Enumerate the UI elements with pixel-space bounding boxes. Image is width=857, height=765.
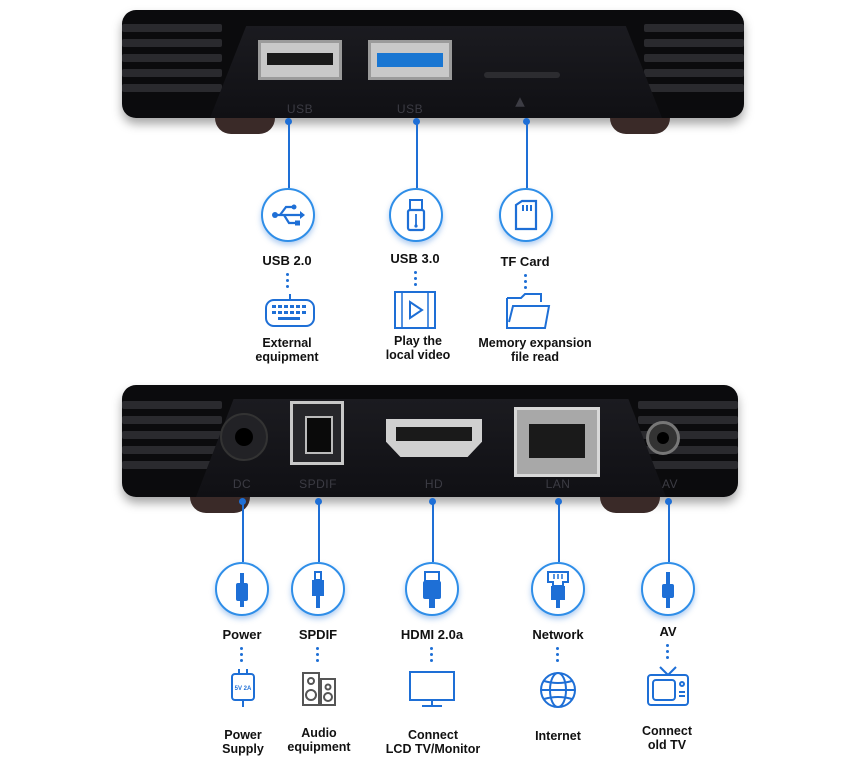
feature-title: SPDIF [298, 627, 338, 642]
feature-title: Network [532, 627, 584, 642]
feature-desc: Play the local video [343, 334, 493, 362]
connector-line [318, 502, 320, 562]
dotted-connector [666, 644, 670, 662]
device-foot [610, 118, 670, 134]
retro-tv-icon [644, 664, 692, 710]
feature-desc-line: old TV [647, 738, 687, 752]
dc-jack [220, 413, 268, 461]
port-label-hd: HD [424, 477, 444, 491]
feature-desc: Power Supply [168, 728, 318, 756]
feature-title: Power [222, 627, 262, 642]
feature-desc-line: local video [385, 348, 451, 362]
top-device: USB USB [122, 10, 744, 118]
feature-desc-line: Memory expansion [478, 336, 592, 350]
feature-desc-line: Internet [535, 729, 581, 743]
connector-line [432, 502, 434, 562]
connector-dot [285, 118, 292, 125]
connector-dot [523, 118, 530, 125]
optical-plug-icon [291, 562, 345, 616]
feature-desc-line: Connect [408, 728, 458, 742]
monitor-icon [406, 668, 458, 710]
device-foot [600, 497, 660, 513]
device-foot [190, 497, 250, 513]
video-icon [392, 288, 438, 332]
port-label-usb: USB [286, 102, 314, 116]
connector-line [558, 502, 560, 562]
dotted-connector [556, 647, 560, 665]
port-label-spdif: SPDIF [299, 477, 337, 491]
av-plug-icon [641, 562, 695, 616]
av-jack [646, 421, 680, 455]
port-label-dc: DC [232, 477, 252, 491]
keyboard-icon [262, 290, 318, 330]
connector-dot [315, 498, 322, 505]
feature-desc-line: Play the [394, 334, 442, 348]
feature-desc: Connect old TV [592, 724, 742, 752]
ethernet-plug-icon [531, 562, 585, 616]
feature-desc: Internet [483, 729, 633, 743]
feature-desc-line: Connect [642, 724, 692, 738]
power-supply-rating: 5V 2A [235, 686, 252, 692]
feature-desc-line: equipment [255, 350, 319, 364]
hdmi-port [386, 419, 482, 457]
spdif-port [290, 401, 344, 465]
feature-title: TF Card [500, 254, 550, 269]
feature-title: HDMI 2.0a [400, 627, 464, 642]
dotted-connector [524, 274, 528, 292]
connector-dot [665, 498, 672, 505]
usb-stick-icon [389, 188, 443, 242]
feature-desc: External equipment [212, 336, 362, 364]
port-label-usb: USB [396, 102, 424, 116]
connector-line [288, 122, 290, 188]
connector-line [668, 502, 670, 562]
connector-dot [239, 498, 246, 505]
hdmi-plug-icon [405, 562, 459, 616]
tf-card-slot [484, 72, 560, 78]
speaker-icon [300, 668, 338, 708]
connector-dot [413, 118, 420, 125]
lan-port [514, 407, 600, 477]
connector-dot [429, 498, 436, 505]
feature-desc-line: Supply [222, 742, 264, 756]
feature-desc-line: Power [224, 728, 262, 742]
vent-right [638, 401, 738, 481]
feature-title: USB 2.0 [262, 253, 312, 268]
feature-title: AV [659, 624, 677, 639]
feature-desc-line: equipment [287, 740, 351, 754]
connector-dot [555, 498, 562, 505]
usb3-port [368, 40, 452, 80]
feature-desc: Memory expansion file read [455, 336, 615, 364]
feature-desc-line: Audio [301, 726, 337, 740]
bottom-device: DC SPDIF HD LAN AV [122, 385, 738, 497]
usb2-port [258, 40, 342, 80]
connector-line [526, 122, 528, 188]
connector-line [416, 122, 418, 188]
feature-title: USB 3.0 [390, 251, 440, 266]
folder-icon [504, 290, 552, 332]
vent-left [122, 401, 222, 481]
dotted-connector [286, 273, 290, 291]
tf-card-symbol-icon [515, 97, 525, 107]
port-label-av: AV [661, 477, 679, 491]
dotted-connector [240, 647, 244, 665]
dc-plug-icon [215, 562, 269, 616]
feature-desc-line: LCD TV/Monitor [385, 742, 481, 756]
feature-desc-line: External [262, 336, 312, 350]
feature-desc-line: file read [511, 350, 559, 364]
sd-card-icon [499, 188, 553, 242]
globe-icon [536, 668, 580, 712]
connector-line [242, 502, 244, 562]
dotted-connector [430, 647, 434, 665]
power-supply-icon: 5V 2A [228, 668, 258, 708]
dotted-connector [414, 271, 418, 289]
feature-desc: Connect LCD TV/Monitor [352, 728, 514, 756]
vent-left [122, 24, 222, 104]
feature-desc: Audio equipment [244, 726, 394, 754]
vent-right [644, 24, 744, 104]
usb-symbol-icon [261, 188, 315, 242]
dotted-connector [316, 647, 320, 665]
port-label-lan: LAN [545, 477, 571, 491]
device-foot [215, 118, 275, 134]
